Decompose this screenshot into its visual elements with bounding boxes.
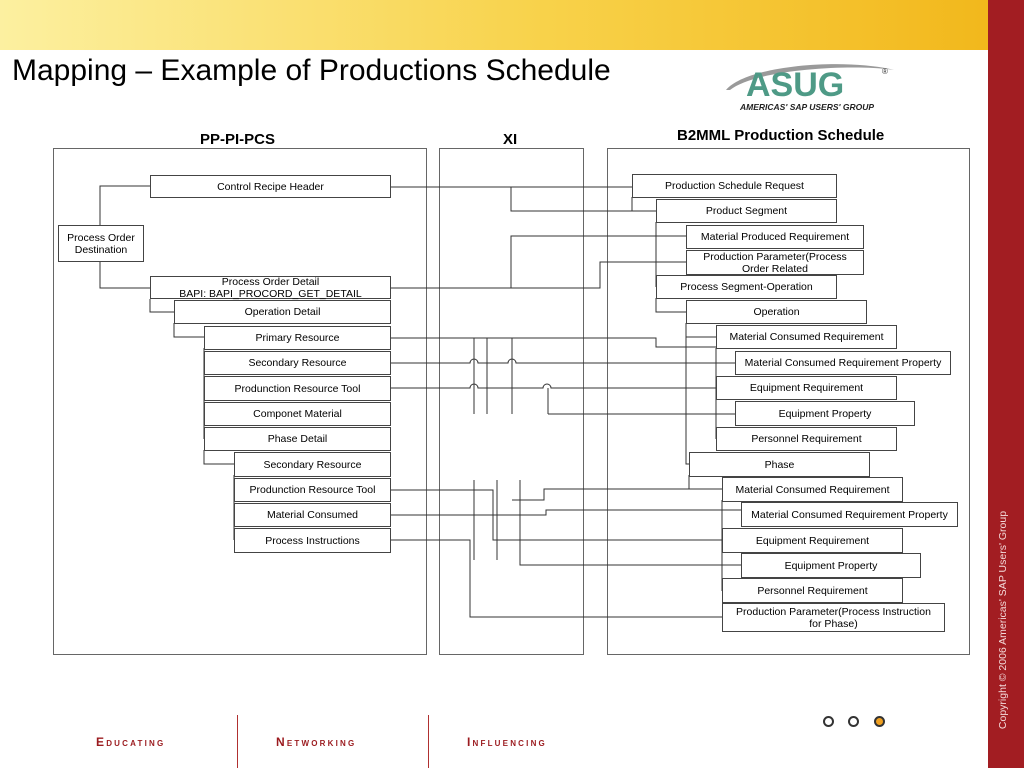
box-phase-production-resource-tool: Produnction Resource Tool xyxy=(234,478,391,502)
mapping-line xyxy=(390,337,716,348)
logo-wordmark: ASUG xyxy=(746,66,844,104)
footer-divider xyxy=(428,715,429,768)
box-production-parameter-process-instruction: Production Parameter(Process Instruction… xyxy=(722,603,945,632)
side-banner xyxy=(988,0,1024,768)
box-process-order-destination: Process Order Destination xyxy=(58,225,144,262)
box-process-order-detail: Process Order Detail BAPI: BAPI_PROCORD_… xyxy=(150,276,391,300)
mapping-line xyxy=(390,261,686,289)
panel-pp-pi-pcs xyxy=(53,148,427,655)
box-control-recipe-header: Control Recipe Header xyxy=(150,175,391,198)
column-header-b2mml: B2MML Production Schedule xyxy=(677,127,885,144)
box-equipment-property: Equipment Property xyxy=(735,401,915,426)
footer-networking: Networking xyxy=(276,735,357,749)
box-material-consumed: Material Consumed xyxy=(234,503,391,527)
box-material-consumed-requirement-property: Material Consumed Requirement Property xyxy=(735,351,951,375)
logo-swoosh xyxy=(726,64,894,90)
box-equipment-requirement: Equipment Requirement xyxy=(716,376,897,400)
column-header-xi: XI xyxy=(503,131,518,148)
box-phase-material-consumed-requirement-property: Material Consumed Requirement Property xyxy=(741,502,958,527)
box-phase-material-consumed-requirement: Material Consumed Requirement xyxy=(722,477,903,502)
mapping-line xyxy=(390,383,716,389)
mapping-line xyxy=(390,358,735,364)
box-component-material: Componet Material xyxy=(204,402,391,426)
box-secondary-resource: Secondary Resource xyxy=(204,351,391,375)
box-phase-personnel-requirement: Personnel Requirement xyxy=(722,578,903,603)
tree-line xyxy=(655,222,686,237)
slide-title: Mapping – Example of Productions Schedul… xyxy=(12,54,611,87)
progress-dot xyxy=(823,716,834,727)
logo-registered-mark: ® xyxy=(882,67,888,76)
box-production-resource-tool: Produnction Resource Tool xyxy=(204,376,391,401)
progress-dot-active xyxy=(874,716,885,727)
box-phase-secondary-resource: Secondary Resource xyxy=(234,452,391,477)
box-product-segment: Product Segment xyxy=(656,199,837,223)
tree-line xyxy=(685,323,716,338)
footer-divider xyxy=(237,715,238,768)
box-process-segment-operation: Process Segment-Operation xyxy=(656,275,837,299)
box-material-produced-requirement: Material Produced Requirement xyxy=(686,225,864,249)
box-process-instructions: Process Instructions xyxy=(234,528,391,553)
tree-line xyxy=(631,197,656,212)
tree-line xyxy=(203,450,234,465)
tree-line xyxy=(99,185,150,225)
tree-line xyxy=(99,262,150,289)
box-material-consumed-requirement: Material Consumed Requirement xyxy=(716,325,897,349)
asug-logo: ASUG ® AMERICAS' SAP USERS' GROUP xyxy=(726,64,894,112)
box-phase-equipment-requirement: Equipment Requirement xyxy=(722,528,903,553)
box-operation-detail: Operation Detail xyxy=(174,300,391,324)
box-operation: Operation xyxy=(686,300,867,324)
top-banner xyxy=(0,0,988,50)
box-phase-detail: Phase Detail xyxy=(204,427,391,451)
mapping-line xyxy=(512,509,741,516)
box-phase-equipment-property: Equipment Property xyxy=(741,553,921,578)
mapping-line xyxy=(390,539,722,618)
tree-line xyxy=(149,299,174,313)
tree-line xyxy=(655,298,686,313)
box-production-parameter-process-order: Production Parameter(Process Order Relat… xyxy=(686,250,864,275)
box-phase: Phase xyxy=(689,452,870,477)
logo-tagline: AMERICAS' SAP USERS' GROUP xyxy=(739,102,874,112)
mapping-line xyxy=(390,186,656,212)
box-primary-resource: Primary Resource xyxy=(204,326,391,350)
footer-educating: Educating xyxy=(96,735,166,749)
footer-influencing: Influencing xyxy=(467,735,547,749)
box-personnel-requirement: Personnel Requirement xyxy=(716,427,897,451)
tree-line xyxy=(685,323,689,465)
column-header-pp-pi-pcs: PP-PI-PCS xyxy=(200,131,276,148)
tree-line xyxy=(688,475,722,490)
progress-dot xyxy=(848,716,859,727)
box-production-schedule-request: Production Schedule Request xyxy=(632,174,837,198)
mapping-line xyxy=(512,488,722,501)
tree-line xyxy=(173,323,204,338)
